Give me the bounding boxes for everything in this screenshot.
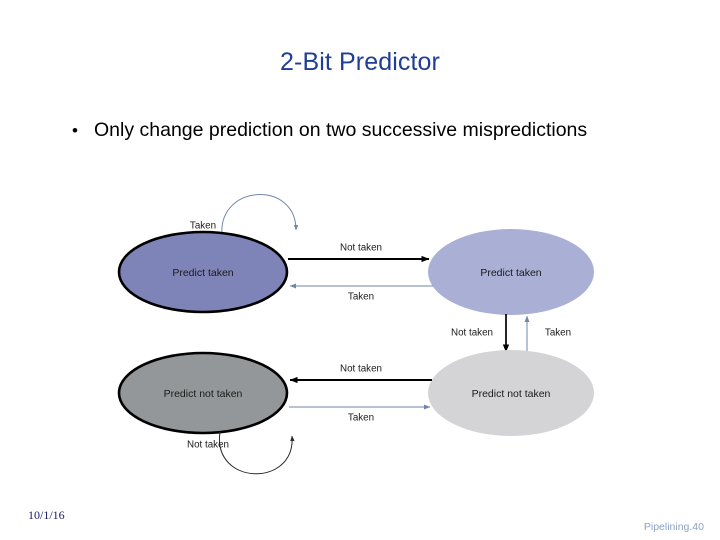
edge-label-weak-to-strong-taken: Taken	[348, 292, 374, 303]
node-label-strong-taken: Predict taken	[172, 267, 233, 279]
edge-label-weak-to-strong-not-taken: Not taken	[340, 364, 382, 375]
edge-label-self-strong-taken: Taken	[190, 221, 216, 232]
node-label-weak-not-taken: Predict not taken	[472, 388, 551, 400]
node-strong-taken	[117, 230, 289, 314]
bullet-item-text: Only change prediction on two successive…	[94, 119, 588, 141]
edge-label-self-strong-not-taken: Not taken	[187, 440, 229, 451]
bullet-list: • Only change prediction on two successi…	[72, 118, 612, 143]
node-weak-taken	[428, 229, 594, 315]
node-weak-not-taken	[428, 350, 594, 436]
node-label-strong-not-taken: Predict not taken	[164, 388, 243, 400]
bullet-marker-icon: •	[72, 121, 78, 140]
state-machine-diagram: Taken Predict taken Predict taken Not ta…	[100, 186, 620, 486]
footer-date: 10/1/16	[28, 508, 65, 522]
node-label-weak-taken: Predict taken	[480, 267, 541, 279]
footer-reference: Pipelining.40	[643, 521, 704, 533]
edge-self-strong-not-taken	[219, 431, 295, 475]
bullet-item: • Only change prediction on two successi…	[72, 118, 612, 143]
page-title: 2-Bit Predictor	[280, 48, 440, 76]
edge-label-weak-not-taken-up: Taken	[545, 328, 571, 339]
edge-label-strong-to-weak-taken: Not taken	[340, 243, 382, 254]
edge-label-strong-to-weak-not-taken: Taken	[348, 413, 374, 424]
node-strong-not-taken	[117, 351, 289, 435]
edge-self-strong-taken	[221, 194, 299, 236]
edge-label-weak-taken-down: Not taken	[451, 328, 493, 339]
